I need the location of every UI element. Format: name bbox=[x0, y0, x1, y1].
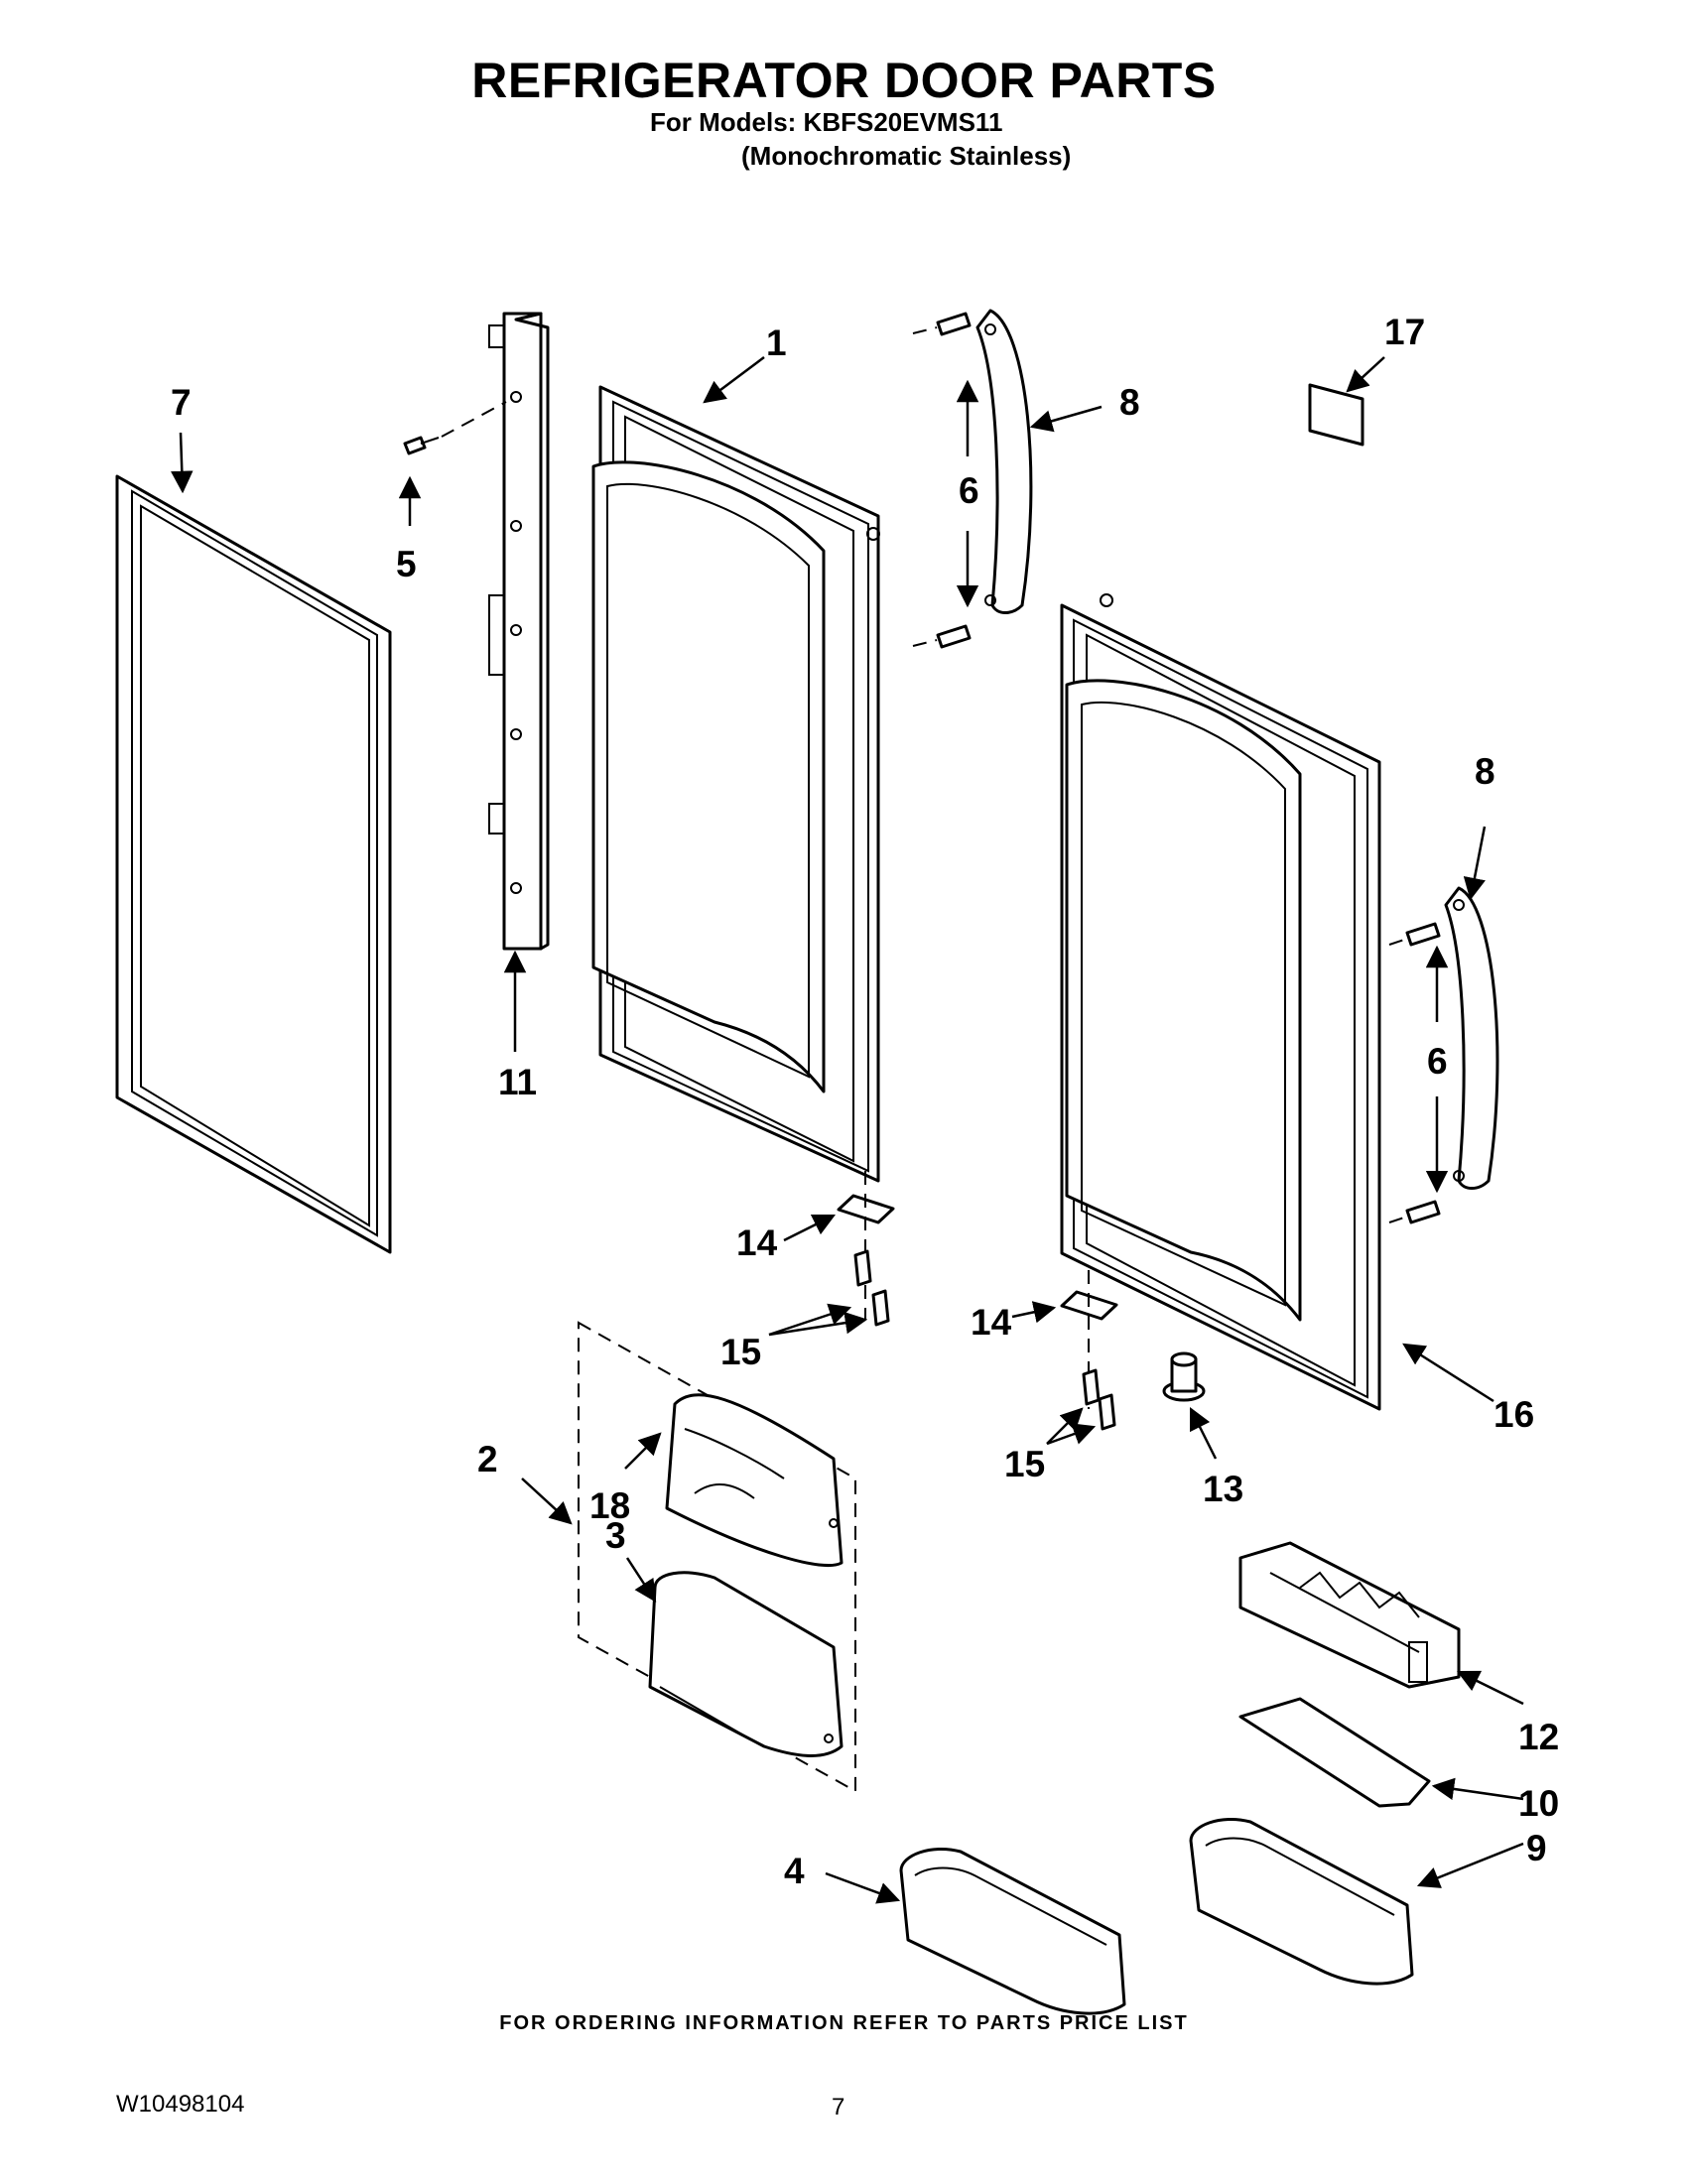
variant-line: (Monochromatic Stainless) bbox=[741, 141, 1072, 171]
door-gasket-panel bbox=[115, 474, 392, 1254]
callout-numbers: 1 2 3 4 5 6 6 7 8 8 9 10 11 12 13 14 14 … bbox=[171, 312, 1559, 1891]
upper-door bbox=[591, 385, 880, 1183]
lower-handle bbox=[1388, 886, 1499, 1224]
dairy-door bbox=[665, 1393, 844, 1567]
document-number: W10498104 bbox=[116, 2091, 245, 2118]
callout-15-lower: 15 bbox=[1004, 1444, 1045, 1484]
models-line: For Models: KBFS20EVMS11 bbox=[650, 107, 1003, 137]
callout-4: 4 bbox=[784, 1851, 805, 1891]
callout-16: 16 bbox=[1493, 1394, 1534, 1435]
callout-10: 10 bbox=[1518, 1783, 1559, 1824]
bin-cover bbox=[1238, 1697, 1431, 1808]
callout-6-upper: 6 bbox=[959, 470, 979, 511]
callout-6-lower: 6 bbox=[1427, 1041, 1448, 1082]
callout-15-upper: 15 bbox=[720, 1332, 761, 1372]
rating-label bbox=[1308, 383, 1364, 447]
ordering-note: FOR ORDERING INFORMATION REFER TO PARTS … bbox=[499, 2012, 1189, 2034]
callout-8-upper: 8 bbox=[1119, 382, 1140, 423]
callout-5: 5 bbox=[396, 544, 417, 584]
upper-handle bbox=[912, 309, 1033, 649]
callout-1: 1 bbox=[766, 322, 787, 363]
egg-tray bbox=[1238, 1541, 1461, 1689]
callout-2: 2 bbox=[477, 1439, 498, 1479]
callout-13: 13 bbox=[1203, 1469, 1243, 1509]
lower-hinge-hardware bbox=[1060, 1270, 1118, 1431]
callout-3: 3 bbox=[605, 1515, 626, 1556]
callout-8-lower: 8 bbox=[1475, 751, 1495, 792]
lower-door bbox=[1060, 593, 1381, 1411]
upper-hinge-hardware bbox=[837, 1171, 895, 1327]
callout-9: 9 bbox=[1526, 1828, 1547, 1868]
callout-11: 11 bbox=[498, 1062, 537, 1102]
callout-18: 18 bbox=[589, 1485, 630, 1526]
trim-strip bbox=[488, 312, 550, 951]
page-title: REFRIGERATOR DOOR PARTS bbox=[471, 53, 1217, 108]
callout-12: 12 bbox=[1518, 1717, 1559, 1757]
hinge-screw bbox=[403, 401, 507, 455]
dairy-bin bbox=[648, 1571, 844, 1757]
callout-7: 7 bbox=[171, 382, 192, 423]
leader-lines bbox=[171, 356, 1524, 1904]
left-door-bin bbox=[899, 1847, 1126, 2015]
page-number: 7 bbox=[832, 2094, 845, 2120]
right-door-bin bbox=[1189, 1817, 1414, 1986]
door-stop bbox=[1162, 1351, 1206, 1402]
callout-14-upper: 14 bbox=[736, 1222, 778, 1263]
callout-17: 17 bbox=[1384, 312, 1425, 352]
callout-14-lower: 14 bbox=[971, 1302, 1012, 1343]
